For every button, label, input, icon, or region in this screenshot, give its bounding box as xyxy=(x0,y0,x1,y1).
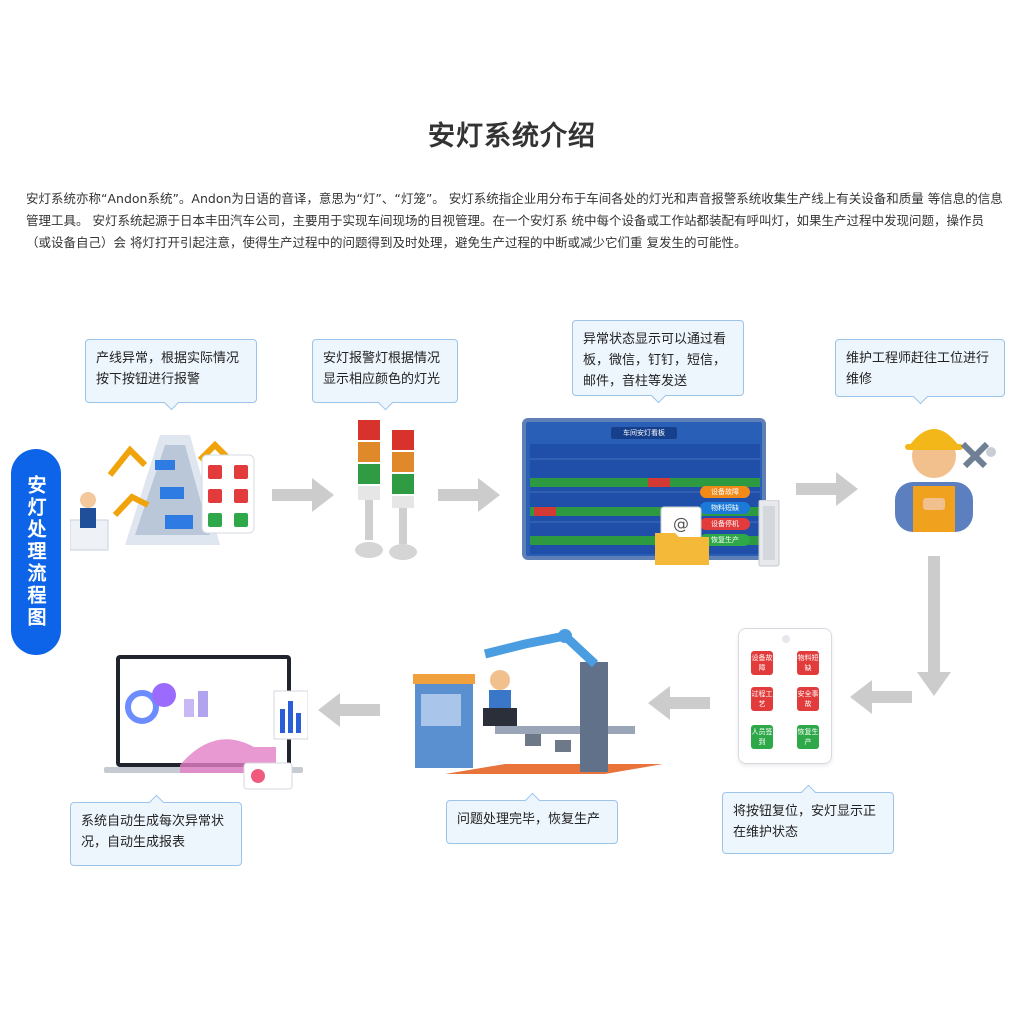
board-tag-fault: 设备故障 xyxy=(700,486,750,498)
callout-step-5: 将按钮复位，安灯显示正在维护状态 xyxy=(722,792,894,854)
callout-step-3: 异常状态显示可以通过看板，微信，钉钉，短信，邮件，音柱等发送 xyxy=(572,320,744,396)
report-dashboard-illustration xyxy=(104,655,308,790)
production-line-illustration xyxy=(70,435,255,551)
button-resume: 恢复生产 xyxy=(797,725,819,749)
intro-paragraph: 安灯系统亦称“Andon系统”。Andon为日语的音译，意思为“灯”、“灯笼”。… xyxy=(26,191,1003,250)
callout-step-6: 问题处理完毕，恢复生产 xyxy=(446,800,618,844)
board-title: 车间安灯看板 xyxy=(611,427,677,439)
board-tag-material: 物料短缺 xyxy=(700,502,750,514)
board-tag-stop: 设备停机 xyxy=(700,518,750,530)
page-title: 安灯系统介绍 xyxy=(428,121,596,152)
arrow-right-1 xyxy=(272,478,334,512)
mail-folder-icon: @ xyxy=(655,506,709,565)
svg-text:@: @ xyxy=(673,514,689,533)
flow-side-label: 安灯处理流程图 xyxy=(11,449,61,655)
callout-step-1: 产线异常，根据实际情况按下按钮进行报警 xyxy=(85,339,257,403)
arrow-left-1 xyxy=(850,680,912,714)
button-checkin: 人员签到 xyxy=(751,725,773,749)
button-equipment-fault: 设备故障 xyxy=(751,651,773,675)
button-safety: 安全事故 xyxy=(797,687,819,711)
callout-step-2: 安灯报警灯根据情况显示相应颜色的灯光 xyxy=(312,339,458,403)
button-material-shortage: 物料短缺 xyxy=(797,651,819,675)
tower-light-illustration xyxy=(355,420,417,560)
arrow-left-3 xyxy=(318,693,380,727)
engineer-illustration xyxy=(895,429,996,532)
board-tag-resume: 恢复生产 xyxy=(700,534,750,546)
arrow-right-3 xyxy=(796,472,858,506)
arrow-down xyxy=(917,556,951,696)
arrow-left-2 xyxy=(648,686,710,720)
callout-step-7: 系统自动生成每次异常状况，自动生成报表 xyxy=(70,802,242,866)
button-process: 过程工艺 xyxy=(751,687,773,711)
speaker-column-icon xyxy=(758,500,780,567)
callout-step-4: 维护工程师赶往工位进行维修 xyxy=(835,339,1005,397)
workstation-illustration xyxy=(413,629,663,774)
button-box: 设备故障 物料短缺 过程工艺 安全事故 人员签到 恢复生产 xyxy=(738,628,832,764)
arrow-right-2 xyxy=(438,478,500,512)
board-tags: 设备故障 物料短缺 设备停机 恢复生产 xyxy=(700,486,750,546)
